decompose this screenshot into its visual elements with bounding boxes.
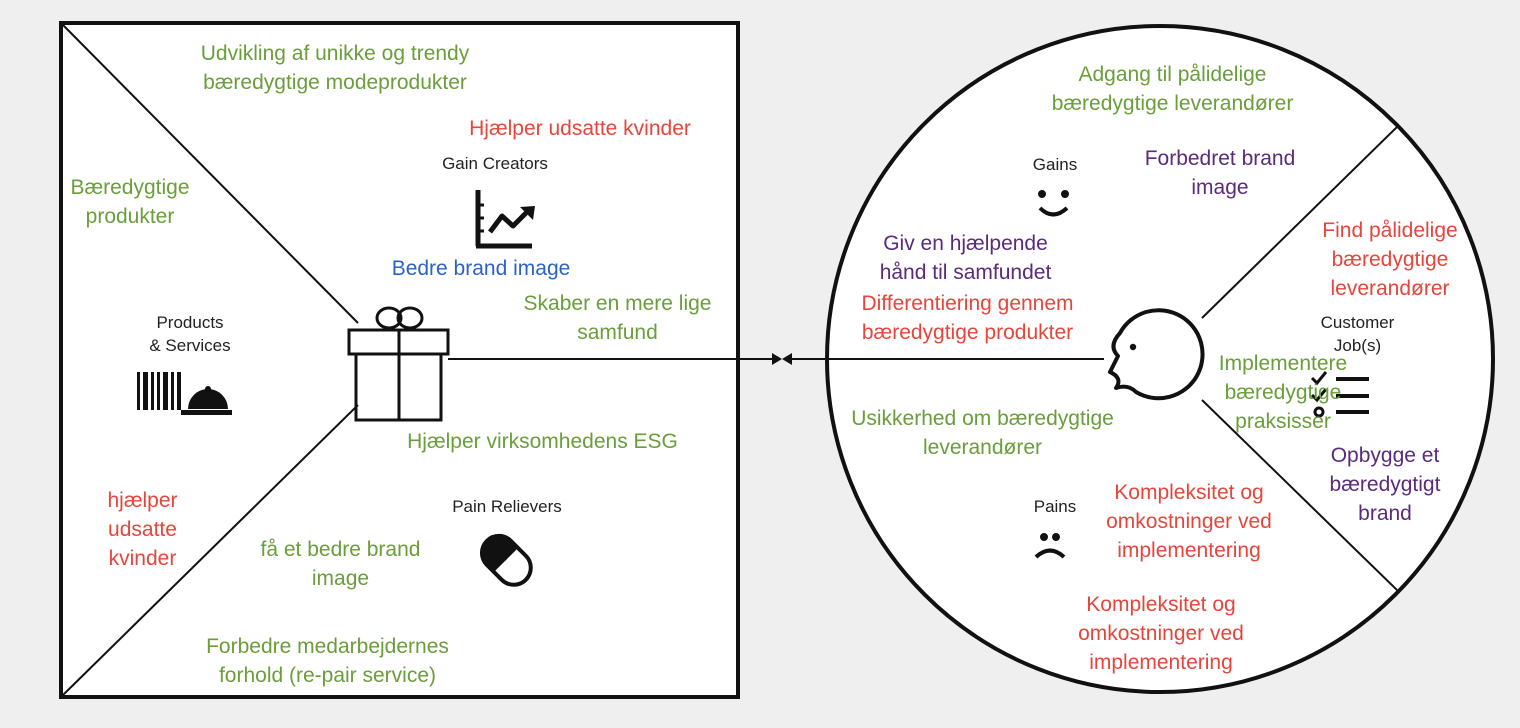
gains-label: Gains [1032, 155, 1078, 174]
gain-creators-label: Gain Creators [442, 154, 548, 173]
fit-arrowhead-left [782, 353, 792, 365]
customer-note-supplier-uncertainty: Usikkerhed om bæredygtige leverandører [851, 407, 1114, 459]
value-note-unique-products: Udvikling af unikke og trendy bæredygtig… [200, 42, 470, 94]
chart-up-icon [475, 190, 535, 249]
customer-note-complexity-1: Kompleksitet og omkostninger ved impleme… [1106, 481, 1272, 562]
value-note-brand-image: få et bedre brand image [260, 538, 421, 590]
pain-relievers-label: Pain Relievers [452, 497, 562, 516]
customer-note-complexity-2: Kompleksitet og omkostninger ved impleme… [1078, 593, 1244, 674]
frown-icon [1034, 533, 1066, 559]
value-note-employee-conditions: Forbedre medarbejdernes forhold (re-pair… [206, 635, 449, 687]
pains-label: Pains [1033, 497, 1077, 516]
customer-note-implement-practices: Implementere bæredygtige praksisser [1218, 352, 1348, 433]
customer-note-find-suppliers: Find pålidelige bæredygtige leverandører [1322, 219, 1458, 300]
pill-icon [479, 533, 533, 587]
fit-arrowhead-right [772, 353, 782, 365]
smile-icon [1038, 190, 1069, 217]
customer-jobs-label: Customer Job(s) [1320, 313, 1395, 355]
value-note-helps-women: Hjælper udsatte kvinder [469, 117, 691, 140]
customer-note-helping-hand: Giv en hjælpende hånd til samfundet [879, 232, 1052, 284]
value-map-divider-bottom [62, 404, 359, 696]
value-note-equal-society: Skaber en mere lige samfund [523, 292, 712, 344]
customer-note-differentiation: Differentiering gennem bæredygtige produ… [861, 292, 1074, 344]
gift-icon [347, 306, 450, 422]
products-services-label: Products & Services [149, 313, 231, 355]
checklist-icon [1310, 371, 1369, 418]
value-note-esg: Hjælper virksomhedens ESG [407, 430, 678, 453]
face-profile-icon [1108, 308, 1205, 401]
customer-profile-divider-bottom [1201, 399, 1400, 593]
customer-note-build-brand: Opbygge et bæredygtigt brand [1329, 444, 1441, 525]
customer-note-improved-brand: Forbedret brand image [1144, 147, 1296, 199]
customer-profile-divider-top [1201, 124, 1400, 319]
value-map-divider-top [62, 24, 359, 324]
value-note-helps-women-2: hjælper udsatte kvinder [107, 489, 178, 570]
value-note-better-brand: Bedre brand image [391, 257, 571, 280]
value-note-sustainable-products: Bæredygtige produkter [70, 176, 190, 228]
customer-note-access-suppliers: Adgang til pålidelige bæredygtige levera… [1051, 63, 1294, 115]
barcode-cloche-icon [137, 372, 232, 415]
